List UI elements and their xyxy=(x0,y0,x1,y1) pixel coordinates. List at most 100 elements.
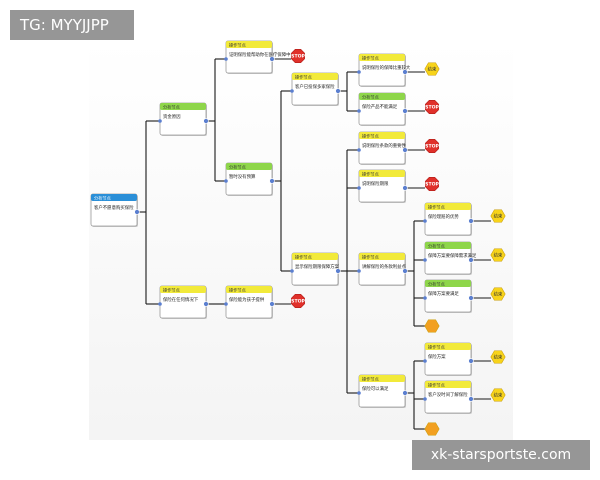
output-port[interactable] xyxy=(468,218,474,224)
output-port[interactable] xyxy=(468,396,474,402)
node-header-bar xyxy=(359,253,405,260)
input-port[interactable] xyxy=(423,397,427,401)
input-port[interactable] xyxy=(224,302,228,306)
output-port[interactable] xyxy=(402,390,408,396)
node-header-bar xyxy=(226,41,272,48)
output-port[interactable] xyxy=(402,268,408,274)
node-header-label: 操作节点 xyxy=(428,382,445,389)
input-port[interactable] xyxy=(224,179,228,183)
end-label: 结束 xyxy=(494,252,503,259)
input-port[interactable] xyxy=(290,89,294,93)
output-port[interactable] xyxy=(269,301,275,307)
output-port[interactable] xyxy=(402,108,408,114)
output-port[interactable] xyxy=(269,178,275,184)
output-port[interactable] xyxy=(134,209,140,215)
stop-label: STOP xyxy=(425,105,439,111)
input-port[interactable] xyxy=(357,148,361,152)
input-port[interactable] xyxy=(224,57,228,61)
node-header-bar xyxy=(226,163,272,170)
input-port[interactable] xyxy=(357,391,361,395)
output-port[interactable] xyxy=(402,69,408,75)
node-header-label: 操作节点 xyxy=(295,254,312,261)
node-header-label: 操作节点 xyxy=(229,42,246,49)
node-header-bar xyxy=(425,203,471,210)
output-port[interactable] xyxy=(468,295,474,301)
input-port[interactable] xyxy=(423,219,427,223)
output-port[interactable] xyxy=(203,118,209,124)
input-port[interactable] xyxy=(290,269,294,273)
output-port[interactable] xyxy=(335,268,341,274)
node-label: 保障方案要满足 xyxy=(428,290,459,297)
stop-terminal: STOP xyxy=(425,100,439,114)
output-port[interactable] xyxy=(335,88,341,94)
node-header-bar xyxy=(425,242,471,249)
stop-label: STOP xyxy=(425,144,439,150)
node-header-bar xyxy=(359,170,405,177)
stop-terminal: STOP xyxy=(425,139,439,153)
node-label: 客户已投保多家保险 xyxy=(295,83,335,90)
node-header-bar xyxy=(425,343,471,350)
output-port[interactable] xyxy=(269,56,275,62)
input-port[interactable] xyxy=(357,186,361,190)
node-label: 保险可以满足 xyxy=(362,385,389,392)
node-label: 说明保险的保障比重较大 xyxy=(362,64,411,71)
input-port[interactable] xyxy=(357,269,361,273)
node-header-bar xyxy=(160,286,206,293)
stop-label: STOP xyxy=(291,54,305,60)
end-terminal: 结束 xyxy=(490,287,506,301)
node-header-bar xyxy=(292,73,338,80)
node-header-bar xyxy=(425,381,471,388)
stop-octagon xyxy=(291,49,305,63)
output-port[interactable] xyxy=(402,185,408,191)
node-label: 保障方案要保障需求满足 xyxy=(428,252,477,259)
node-header-label: 操作节点 xyxy=(295,74,312,81)
output-port[interactable] xyxy=(402,147,408,153)
node-header-label: 分析节点 xyxy=(428,281,445,288)
output-port[interactable] xyxy=(468,358,474,364)
end-terminal xyxy=(424,422,440,436)
connector-lines xyxy=(137,58,491,430)
node-header-bar xyxy=(292,253,338,260)
end-label: 结束 xyxy=(494,392,503,399)
output-port[interactable] xyxy=(203,301,209,307)
end-hexagon xyxy=(424,422,440,436)
input-port[interactable] xyxy=(357,70,361,74)
input-port[interactable] xyxy=(423,258,427,262)
node-header-bar xyxy=(91,194,137,201)
node-label: 客户不愿意购买保险 xyxy=(94,204,134,211)
input-port[interactable] xyxy=(158,119,162,123)
end-terminal: 结束 xyxy=(490,209,506,223)
end-hexagon xyxy=(490,350,506,364)
end-terminal: 结束 xyxy=(490,248,506,262)
node-label: 讲解保险的条款利益点 xyxy=(362,263,407,270)
node-header-label: 操作节点 xyxy=(428,204,445,211)
node-header-label: 分析节点 xyxy=(229,164,246,171)
node-header-bar xyxy=(359,132,405,139)
input-port[interactable] xyxy=(423,359,427,363)
input-port[interactable] xyxy=(423,296,427,300)
node-header-bar xyxy=(359,54,405,61)
input-port[interactable] xyxy=(357,109,361,113)
output-port[interactable] xyxy=(468,257,474,263)
node-label: 证明保险能帮助你在医疗保障中 xyxy=(229,51,290,58)
input-port[interactable] xyxy=(158,302,162,306)
